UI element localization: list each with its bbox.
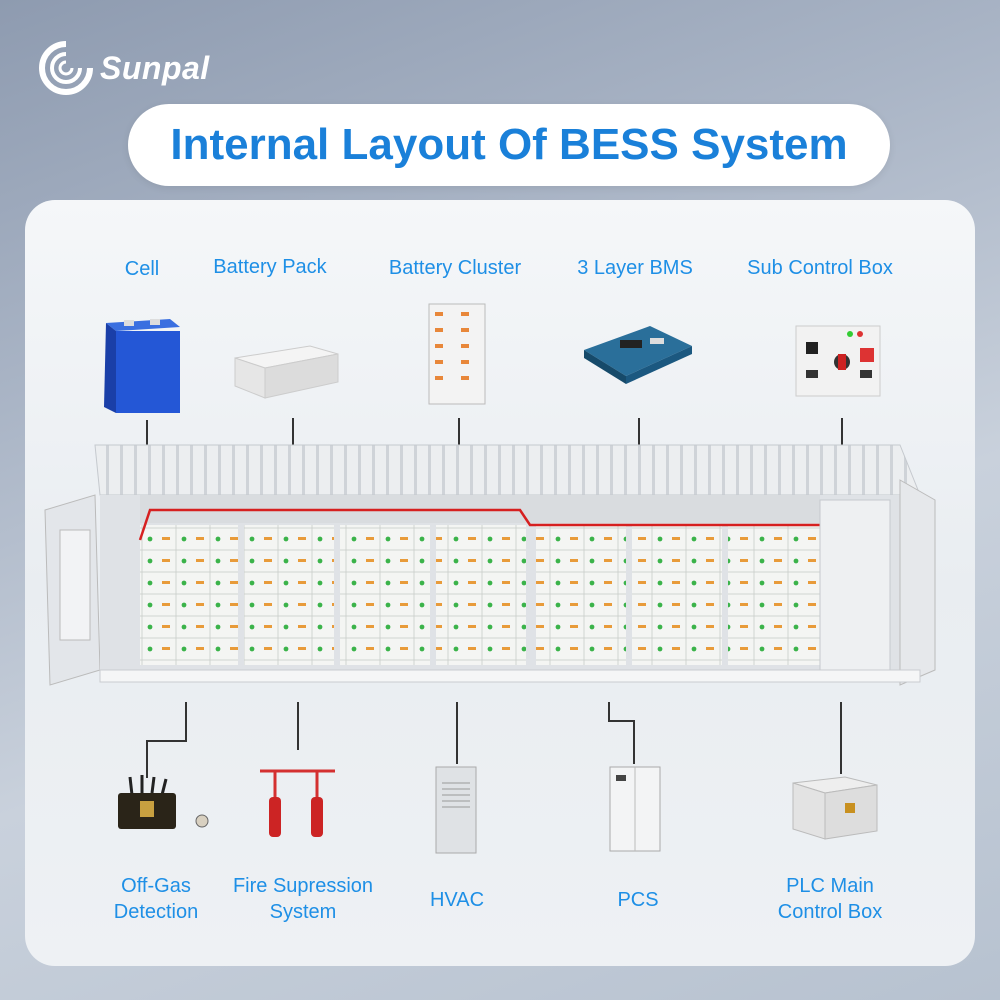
leader-line-off-gas-horizontal (146, 740, 186, 742)
label-cell: Cell (124, 258, 160, 280)
plc-main-control-box-image (792, 776, 878, 840)
pcs-cabinet-image (609, 766, 661, 852)
leader-line-bms (638, 418, 640, 468)
label-sub-control-box: Sub Control Box (747, 257, 893, 279)
swirl-logo-icon (39, 41, 93, 95)
label-battery-pack: Battery Pack (213, 256, 327, 278)
label-line-1: Off-Gas (121, 875, 191, 897)
leader-line-pcs (608, 702, 610, 722)
label-line-2: System (269, 901, 337, 923)
title-banner: Internal Layout Of BESS System (128, 104, 890, 186)
bms-board-image (584, 326, 692, 384)
hvac-unit-image (435, 766, 477, 854)
leader-line-pcs-horizontal (608, 720, 634, 722)
sub-control-box-image (795, 325, 881, 397)
battery-cluster-image (428, 303, 486, 405)
leader-line-hvac (456, 702, 458, 764)
label-battery-cluster: Battery Cluster (388, 257, 522, 279)
label-line-1: Fire Supression (232, 875, 374, 897)
label-line-1: PLC Main (786, 875, 874, 897)
leader-line-pcs-drop (633, 720, 635, 764)
leader-line-cell (146, 420, 148, 468)
sunpal-logo: Sunpal (36, 38, 210, 98)
leader-line-battery-pack (292, 418, 294, 468)
fire-suppression-image (260, 769, 335, 837)
label-pcs: PCS (617, 889, 659, 911)
off-gas-detector-image (118, 775, 209, 829)
label-line-2: Detection (113, 901, 199, 923)
label-hvac: HVAC (429, 889, 485, 911)
leader-line-off-gas (185, 702, 187, 742)
page-title: Internal Layout Of BESS System (170, 120, 848, 169)
label-3-layer-bms: 3 Layer BMS (577, 257, 693, 279)
leader-line-battery-cluster (458, 418, 460, 468)
leader-line-sub-control-box (841, 418, 843, 468)
leader-line-fire (297, 702, 299, 750)
cell-image (104, 319, 180, 413)
bess-container-illustration (44, 444, 936, 686)
leader-line-off-gas-drop (146, 740, 148, 778)
label-line-2: Control Box (777, 901, 883, 923)
battery-pack-image (234, 345, 339, 399)
leader-line-plc (840, 702, 842, 774)
logo-text: Sunpal (100, 49, 210, 86)
